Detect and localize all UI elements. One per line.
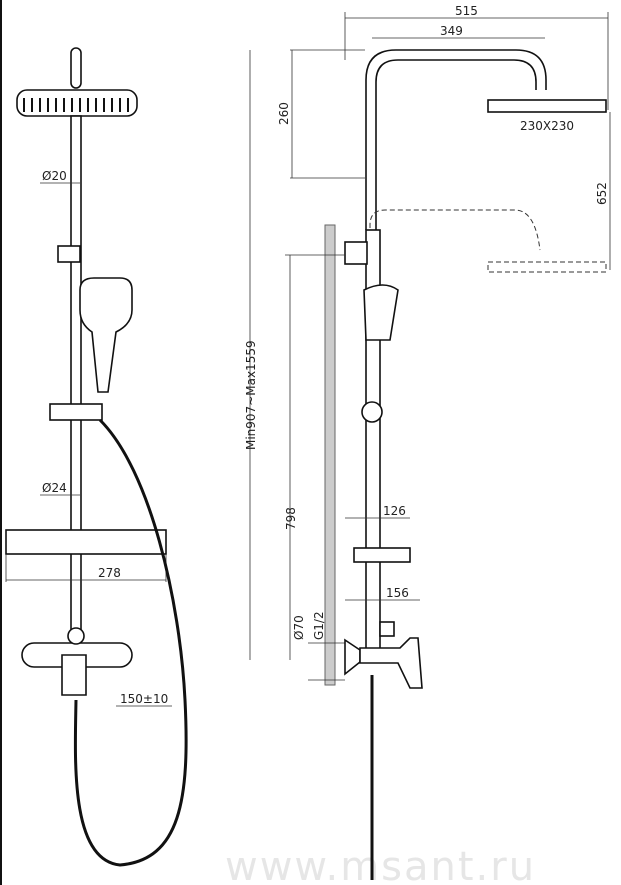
shower-arm-inner — [375, 59, 537, 230]
top-arm-end — [70, 47, 82, 89]
shelf-side — [353, 547, 411, 563]
dim-pipe-upper: Ø20 — [42, 169, 67, 183]
dim-flange-diameter: Ø70 — [292, 615, 306, 640]
side-view: 515 349 260 230X230 652 Min907~Max1559 7… — [244, 4, 611, 880]
mixer-side — [359, 637, 423, 689]
lowered-arm-outline — [369, 209, 541, 251]
dim-pipe-lower: Ø24 — [42, 481, 67, 495]
shelf — [5, 529, 167, 555]
watermark: www.msant.ru — [225, 844, 536, 885]
dim-head-adjust: 652 — [595, 182, 609, 205]
riser-pipe — [70, 115, 82, 637]
dim-arm-reach: 349 — [440, 24, 463, 38]
front-view: Ø20 Ø24 278 150±10 — [5, 47, 188, 867]
slider-side — [361, 401, 383, 423]
shower-hose — [73, 418, 188, 867]
wall — [324, 224, 336, 686]
dim-thread: G1/2 — [312, 611, 326, 640]
diverter-side — [379, 621, 395, 637]
dim-shelf-width: 278 — [98, 566, 121, 580]
dim-mixer-spacing: 150±10 — [120, 692, 168, 706]
rain-head-side — [487, 99, 607, 113]
dim-height-range: Min907~Max1559 — [244, 340, 258, 450]
lowered-head-outline — [487, 261, 607, 273]
bracket-side — [344, 241, 368, 265]
hand-shower — [79, 277, 133, 393]
dim-mixer-depth: 156 — [386, 586, 409, 600]
diverter-knob — [67, 627, 85, 645]
dim-bar-height: 798 — [284, 507, 298, 530]
dim-head-drop: 260 — [277, 102, 291, 125]
dim-head-size: 230X230 — [520, 119, 574, 133]
shower-head-nozzles — [23, 98, 129, 112]
hand-shower-side — [363, 284, 399, 341]
page-border — [0, 0, 2, 885]
wall-bracket — [57, 245, 81, 263]
dim-total-reach: 515 — [455, 4, 478, 18]
wall-flange — [344, 638, 361, 676]
dim-shelf-depth: 126 — [383, 504, 406, 518]
slide-holder — [49, 403, 103, 421]
mixer-spout — [61, 654, 87, 696]
